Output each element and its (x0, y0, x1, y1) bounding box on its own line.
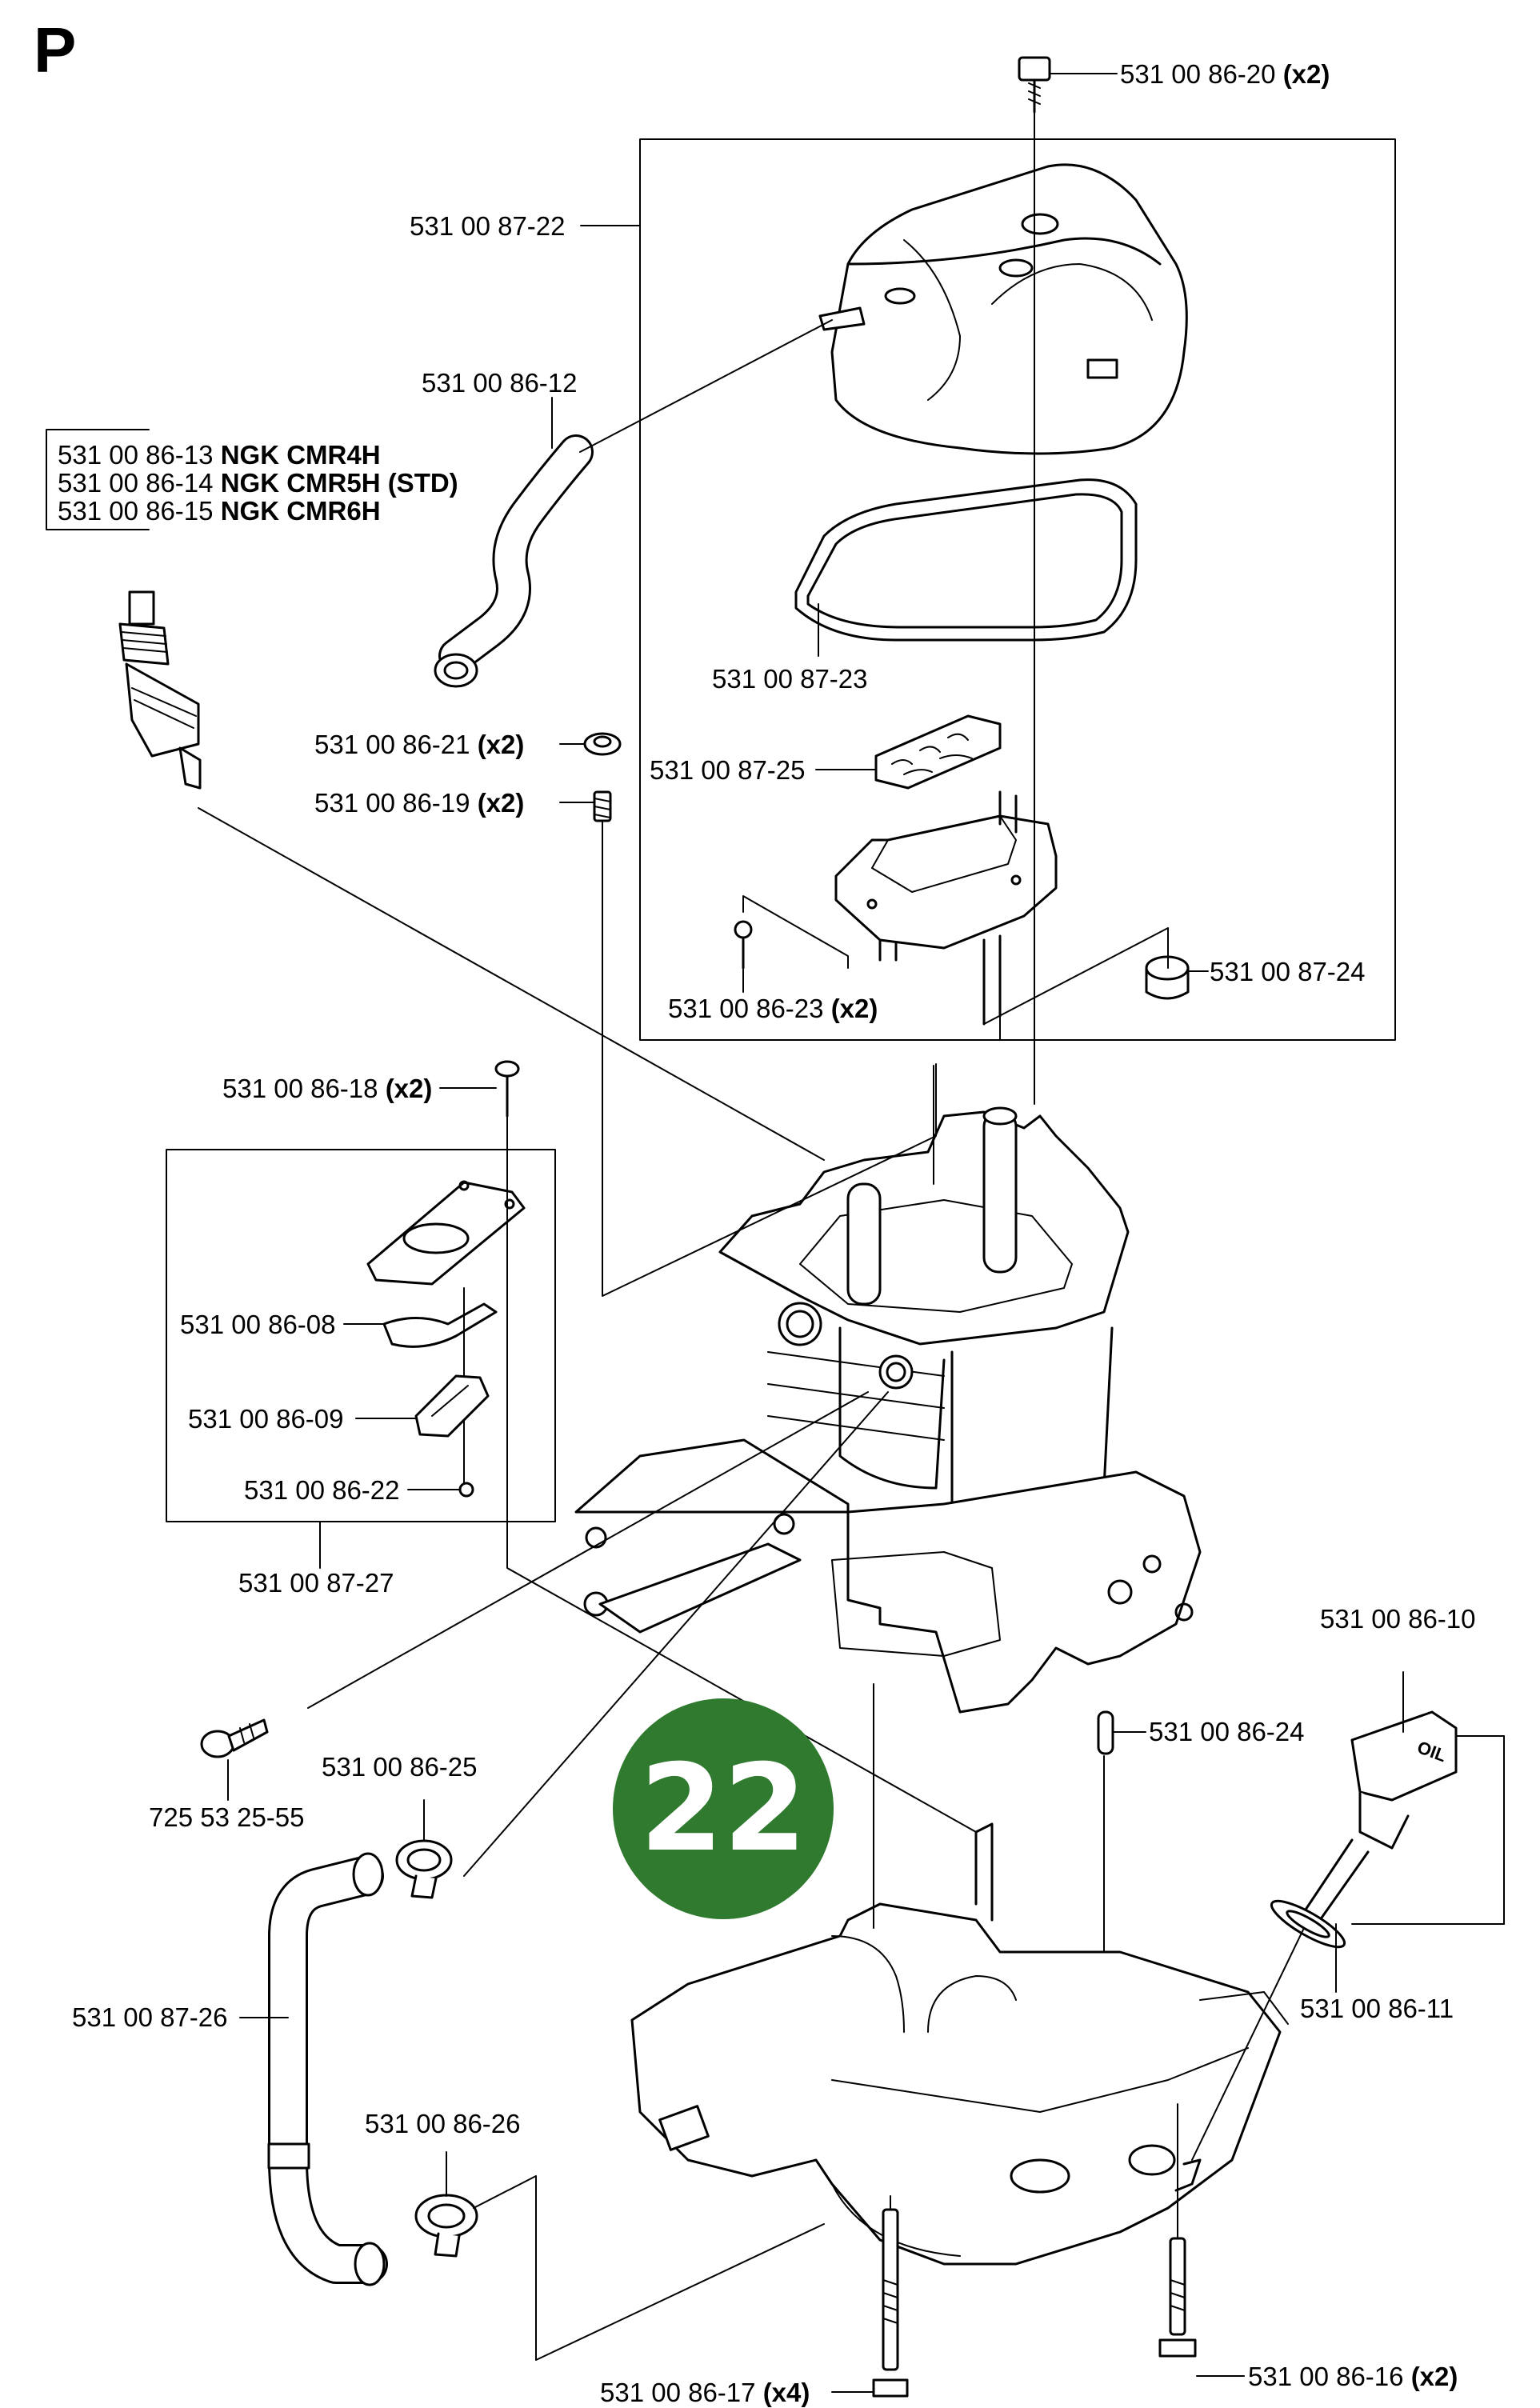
part-number: 531 00 86-14 (58, 468, 214, 498)
label-531-00-86-26: 531 00 86-26 (365, 2109, 521, 2139)
part-number: 531 00 86-23 (668, 994, 824, 1023)
part-quantity: (x2) (477, 730, 525, 759)
label-531-00-86-25: 531 00 86-25 (322, 1752, 478, 1782)
oil-seal-washer (1270, 1899, 1346, 1949)
part-number: 531 00 86-25 (322, 1752, 478, 1782)
part-number: 531 00 87-25 (650, 755, 806, 785)
label-531-00-86-12: 531 00 86-12 (422, 368, 578, 398)
part-number: 531 00 86-20 (1120, 59, 1276, 89)
part-quantity: (x2) (1282, 59, 1330, 89)
cover-screw (1018, 56, 1051, 114)
part-number: 531 00 86-26 (365, 2109, 521, 2138)
label-531-00-87-25: 531 00 87-25 (650, 755, 806, 786)
part-number: 725 53 25-55 (149, 1802, 305, 1832)
crankcase-lower (630, 1822, 1289, 2266)
decompression-screw-small (458, 1482, 474, 1498)
part-number: 531 00 86-16 (1248, 2362, 1404, 2391)
decompression-screw (494, 1060, 520, 1118)
assembly-lines (198, 111, 1305, 2361)
part-number: 531 00 87-24 (1210, 957, 1366, 986)
label-531-00-86-14: 531 00 86-14 NGK CMR5H (STD) (58, 468, 458, 498)
part-number: 531 00 86-21 (314, 730, 470, 759)
label-531-00-87-23: 531 00 87-23 (712, 664, 868, 694)
label-725-53-25-55: 725 53 25-55 (149, 1802, 305, 1833)
hose-clamp-upper (395, 1839, 453, 1899)
label-531-00-86-10: 531 00 86-10 (1320, 1604, 1476, 1634)
label-531-00-86-19: 531 00 86-19 (x2) (314, 788, 524, 818)
label-531-00-86-08: 531 00 86-08 (180, 1310, 336, 1340)
cover-gasket (794, 478, 1138, 642)
label-531-00-86-17: 531 00 86-17 (x4) (600, 2378, 810, 2408)
label-531-00-86-23: 531 00 86-23 (x2) (668, 994, 878, 1024)
spark-plug (118, 590, 202, 790)
part-number: 531 00 87-26 (72, 2002, 228, 2032)
part-number: 531 00 86-22 (244, 1475, 400, 1505)
spark-plug-label-bracket (46, 429, 150, 530)
oil-filler-cap (1302, 1710, 1458, 1922)
part-number: 531 00 87-22 (410, 211, 566, 241)
part-number: 531 00 87-27 (238, 1568, 394, 1598)
label-531-00-86-18: 531 00 86-18 (x2) (222, 1074, 432, 1104)
label-531-00-86-09: 531 00 86-09 (188, 1404, 344, 1434)
page-number-badge: 22 (613, 1698, 834, 1919)
housing-screw (734, 920, 753, 970)
part-number: 531 00 86-10 (1320, 1604, 1476, 1634)
decompression-valve-plate (366, 1180, 526, 1286)
cylinder-stud (593, 790, 612, 822)
part-number: 531 00 86-17 (600, 2378, 756, 2407)
part-number: 531 00 87-23 (712, 664, 868, 694)
label-531-00-86-20: 531 00 86-20 (x2) (1120, 59, 1330, 90)
hose-clamp-lower (414, 2194, 478, 2258)
part-number: 531 00 86-08 (180, 1310, 336, 1339)
crankcase-upper (574, 1438, 1202, 1714)
decompression-valve-group-box (166, 1149, 556, 1522)
crankcase-bolt-short (1158, 2237, 1197, 2358)
leader-lines (227, 73, 1505, 2393)
cylinder-nut (583, 732, 622, 756)
label-531-00-86-11: 531 00 86-11 (1300, 1994, 1454, 2024)
label-531-00-86-16: 531 00 86-16 (x2) (1248, 2362, 1458, 2392)
breather-filter (874, 714, 1002, 790)
vent-hose (434, 434, 594, 688)
label-531-00-86-24: 531 00 86-24 (1149, 1717, 1305, 1747)
part-quantity: (x4) (762, 2378, 810, 2407)
mounting-bolt (200, 1718, 269, 1758)
part-variant: NGK CMR6H (220, 496, 381, 526)
label-531-00-87-24: 531 00 87-24 (1210, 957, 1366, 987)
part-number: 531 00 86-15 (58, 496, 214, 526)
part-variant: NGK CMR4H (220, 440, 381, 470)
label-531-00-86-22: 531 00 86-22 (244, 1475, 400, 1506)
part-number: 531 00 86-18 (222, 1074, 378, 1103)
part-quantity: (x2) (385, 1074, 433, 1103)
part-variant: NGK CMR5H (STD) (220, 468, 458, 498)
part-quantity: (x2) (830, 994, 878, 1023)
part-number: 531 00 86-12 (422, 368, 578, 398)
decompression-lever (414, 1374, 490, 1438)
page-letter: P (34, 14, 77, 86)
part-quantity: (x2) (477, 788, 525, 818)
label-531-00-87-22: 531 00 87-22 (410, 211, 566, 242)
label-531-00-86-15: 531 00 86-15 NGK CMR6H (58, 496, 381, 526)
part-number: 531 00 86-19 (314, 788, 470, 818)
cylinder (718, 1106, 1130, 1506)
cylinder-cover-group-box (639, 138, 1396, 1041)
cylinder-cover (818, 163, 1188, 455)
crankcase-bolt-long (872, 2208, 909, 2398)
label-531-00-87-26: 531 00 87-26 (72, 2002, 228, 2033)
part-number: 531 00 86-11 (1300, 1994, 1454, 2023)
part-number: 531 00 86-24 (1149, 1717, 1305, 1746)
dowel-pin (1097, 1710, 1114, 1755)
part-quantity: (x2) (1410, 2362, 1458, 2391)
breather-valve-housing (834, 790, 1058, 1026)
label-531-00-86-21: 531 00 86-21 (x2) (314, 730, 524, 760)
impulse-hose (267, 1852, 388, 2286)
label-531-00-87-27: 531 00 87-27 (238, 1568, 394, 1598)
label-531-00-86-13: 531 00 86-13 NGK CMR4H (58, 440, 381, 470)
part-number: 531 00 86-13 (58, 440, 214, 470)
part-number: 531 00 86-09 (188, 1404, 344, 1434)
